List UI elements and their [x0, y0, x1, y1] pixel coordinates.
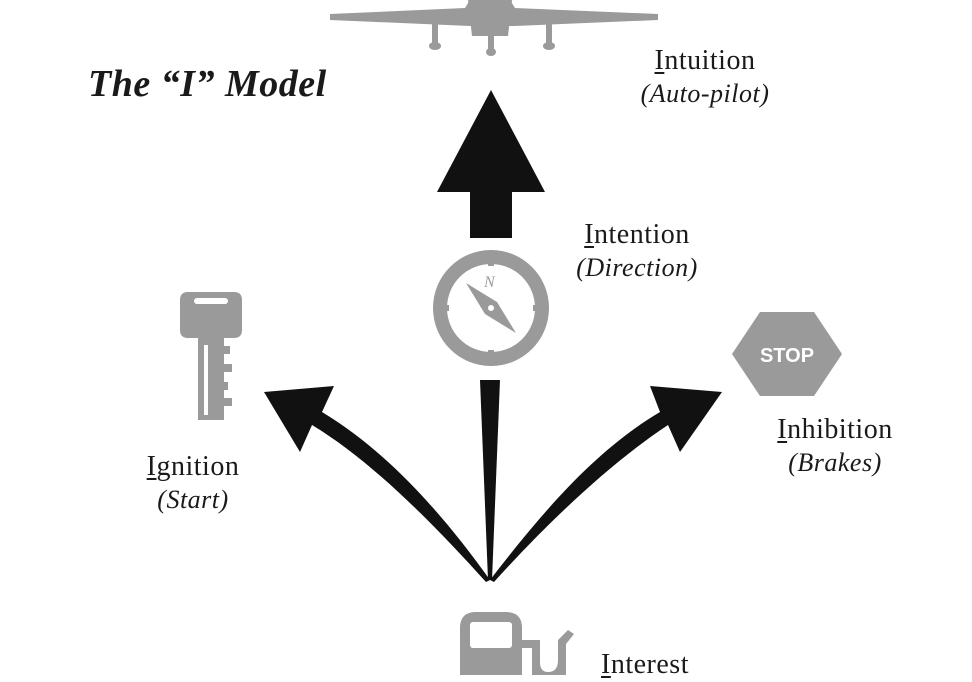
label-ignition: Ignition (Start) [118, 450, 268, 516]
stop-sign-text: STOP [760, 345, 814, 367]
arrow-to-ignition [264, 386, 490, 582]
label-ignition-name: Ignition [118, 450, 268, 484]
label-ignition-sub: (Start) [157, 485, 229, 514]
compass-icon: N [433, 250, 549, 366]
diagram-title: The “I” Model [88, 63, 327, 105]
arrow-to-intention [480, 380, 500, 580]
label-interest-rest: nterest [610, 649, 689, 680]
label-ignition-rest: gnition [156, 451, 240, 482]
compass-north-letter: N [483, 274, 496, 291]
label-ignition-initial: I [146, 451, 157, 482]
label-intuition-rest: ntuition [664, 45, 756, 76]
label-intuition: Intuition (Auto-pilot) [620, 44, 790, 110]
label-interest-initial: I [601, 649, 611, 680]
label-intuition-sub: (Auto-pilot) [640, 79, 770, 108]
label-inhibition-initial: I [777, 414, 788, 445]
gas-pump-icon [460, 612, 574, 675]
label-intuition-name: Intuition [620, 44, 790, 78]
label-intuition-initial: I [654, 45, 665, 76]
key-icon [180, 292, 242, 420]
label-intention-initial: I [584, 219, 595, 250]
label-interest-name: Interest [570, 648, 720, 682]
label-intention: Intention (Direction) [552, 218, 722, 284]
label-intention-name: Intention [552, 218, 722, 252]
arrow-to-intuition [437, 90, 545, 238]
label-inhibition: Inhibition (Brakes) [750, 413, 920, 479]
label-inhibition-sub: (Brakes) [788, 448, 882, 477]
stop-sign-icon: STOP [732, 312, 842, 396]
label-inhibition-name: Inhibition [750, 413, 920, 447]
label-intention-sub: (Direction) [576, 253, 698, 282]
label-interest: Interest [570, 648, 720, 682]
arrow-to-inhibition [490, 386, 722, 582]
label-intention-rest: ntention [594, 219, 690, 250]
airplane-icon [330, 0, 658, 56]
label-inhibition-rest: nhibition [787, 414, 893, 445]
